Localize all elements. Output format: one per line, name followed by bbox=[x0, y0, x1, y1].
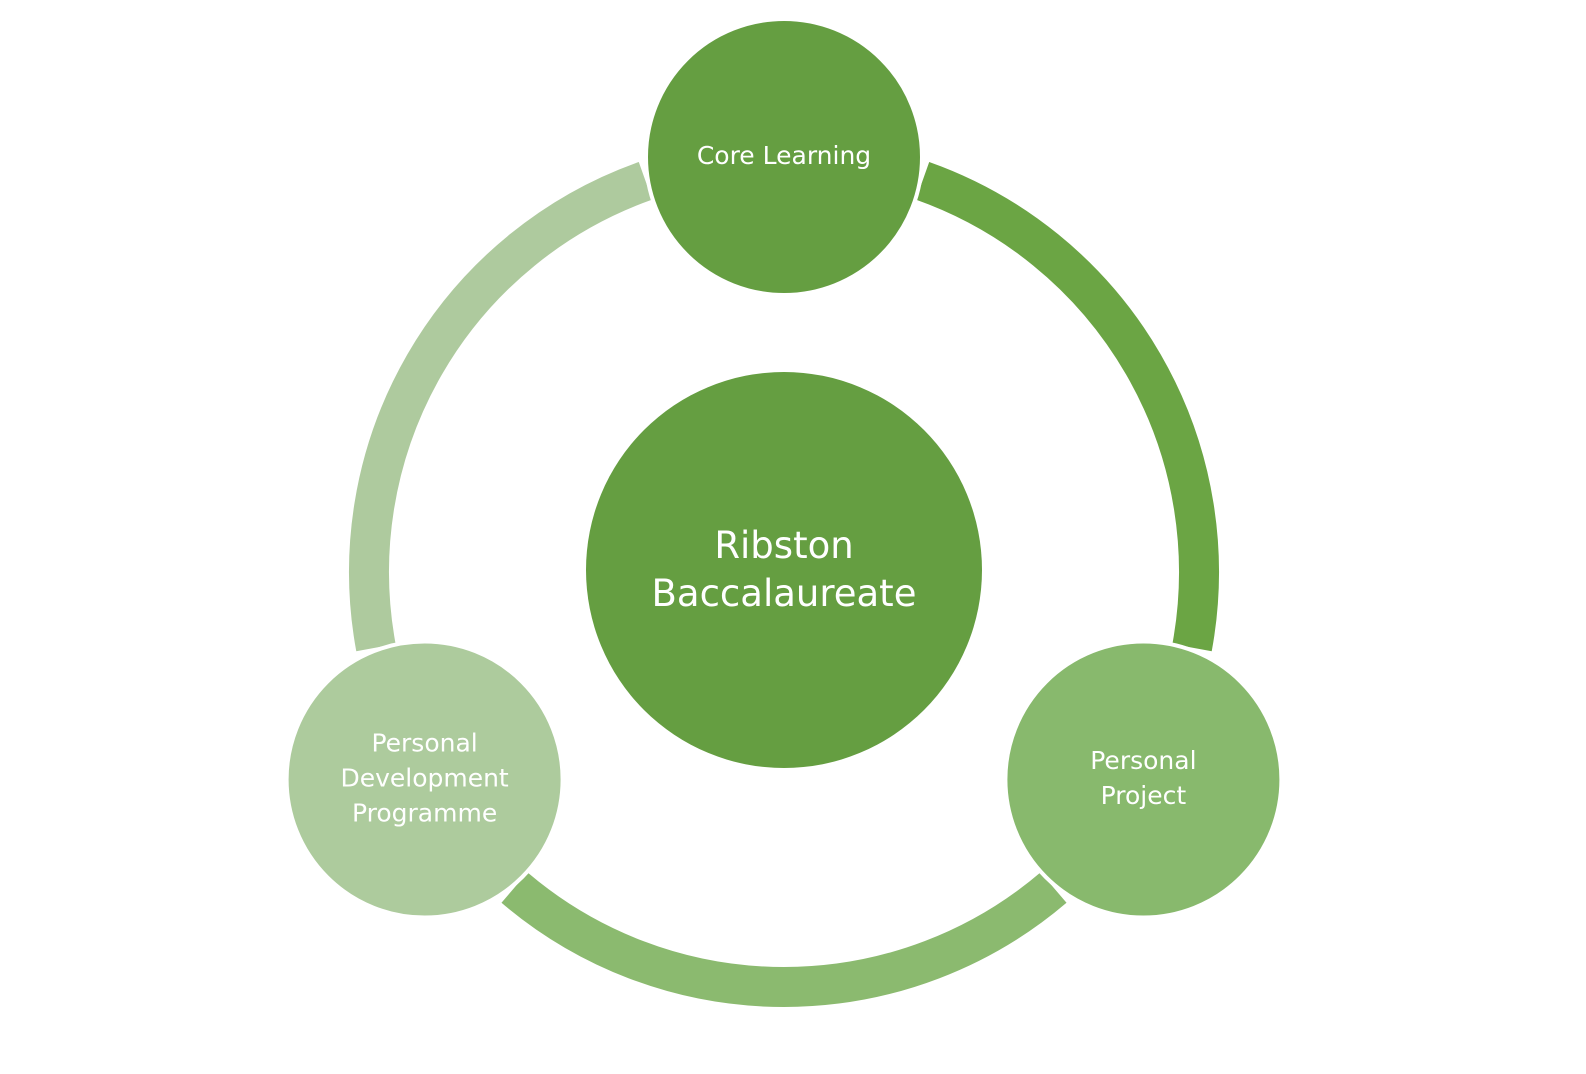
node-label-line: Personal bbox=[1090, 746, 1196, 775]
node-circle bbox=[644, 17, 924, 297]
cycle-arc-personal-development-programme-to-core-learning bbox=[349, 161, 653, 652]
node-label-line: Development bbox=[340, 763, 508, 792]
node-circle bbox=[284, 639, 565, 920]
node-label-line: Programme bbox=[352, 798, 497, 827]
node-label-line: Personal bbox=[371, 728, 477, 757]
node-label-line: Project bbox=[1101, 781, 1187, 810]
cycle-arc-personal-project-to-personal-development-programme bbox=[501, 872, 1067, 1007]
center-label-line: Ribston bbox=[714, 524, 853, 567]
node-core-learning: Core Learning bbox=[644, 17, 924, 297]
center-circle bbox=[586, 372, 982, 768]
cycle-arc-core-learning-to-personal-project bbox=[915, 161, 1219, 652]
center-label-line: Baccalaureate bbox=[652, 572, 917, 615]
node-circle bbox=[1003, 639, 1284, 920]
node-label-line: Core Learning bbox=[697, 141, 871, 170]
